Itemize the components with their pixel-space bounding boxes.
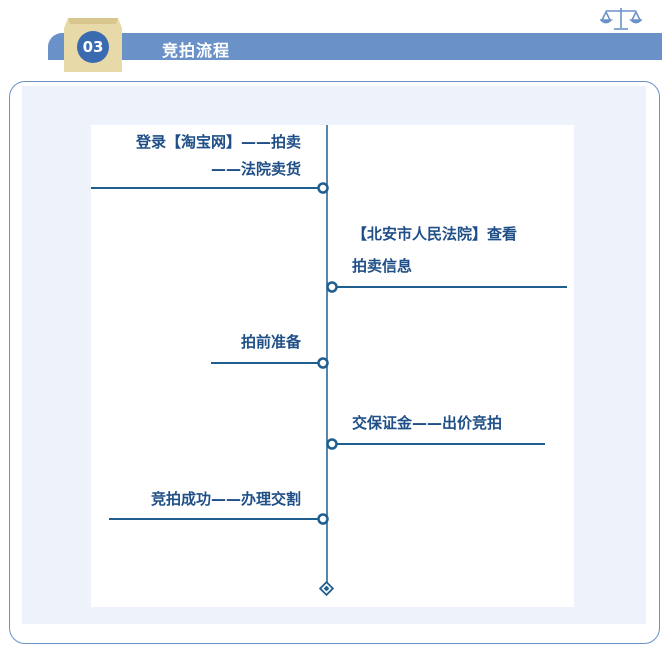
step-2-line-2: 拍卖信息 <box>352 257 413 275</box>
step-1-line-1: 登录【淘宝网】——拍卖 <box>135 133 301 151</box>
step-4-label: 交保证金——出价竞拍 <box>352 414 503 432</box>
section-number: 03 <box>77 31 109 63</box>
flow-panel <box>91 125 574 607</box>
step-5-node <box>317 513 329 525</box>
step-1-node <box>317 182 329 194</box>
step-3-node <box>317 357 329 369</box>
step-2-line-1: 【北安市人民法院】查看 <box>352 225 518 243</box>
step-2-node <box>326 281 338 293</box>
header-bar <box>48 33 662 60</box>
step-3-label: 拍前准备 <box>240 333 301 351</box>
step-5-label: 竞拍成功——办理交割 <box>150 490 301 508</box>
page-title: 竞拍流程 <box>162 41 231 60</box>
step-1-line-2: ——法院卖货 <box>210 160 301 178</box>
step-4-node <box>326 438 338 450</box>
balance-scale-icon <box>600 8 642 30</box>
